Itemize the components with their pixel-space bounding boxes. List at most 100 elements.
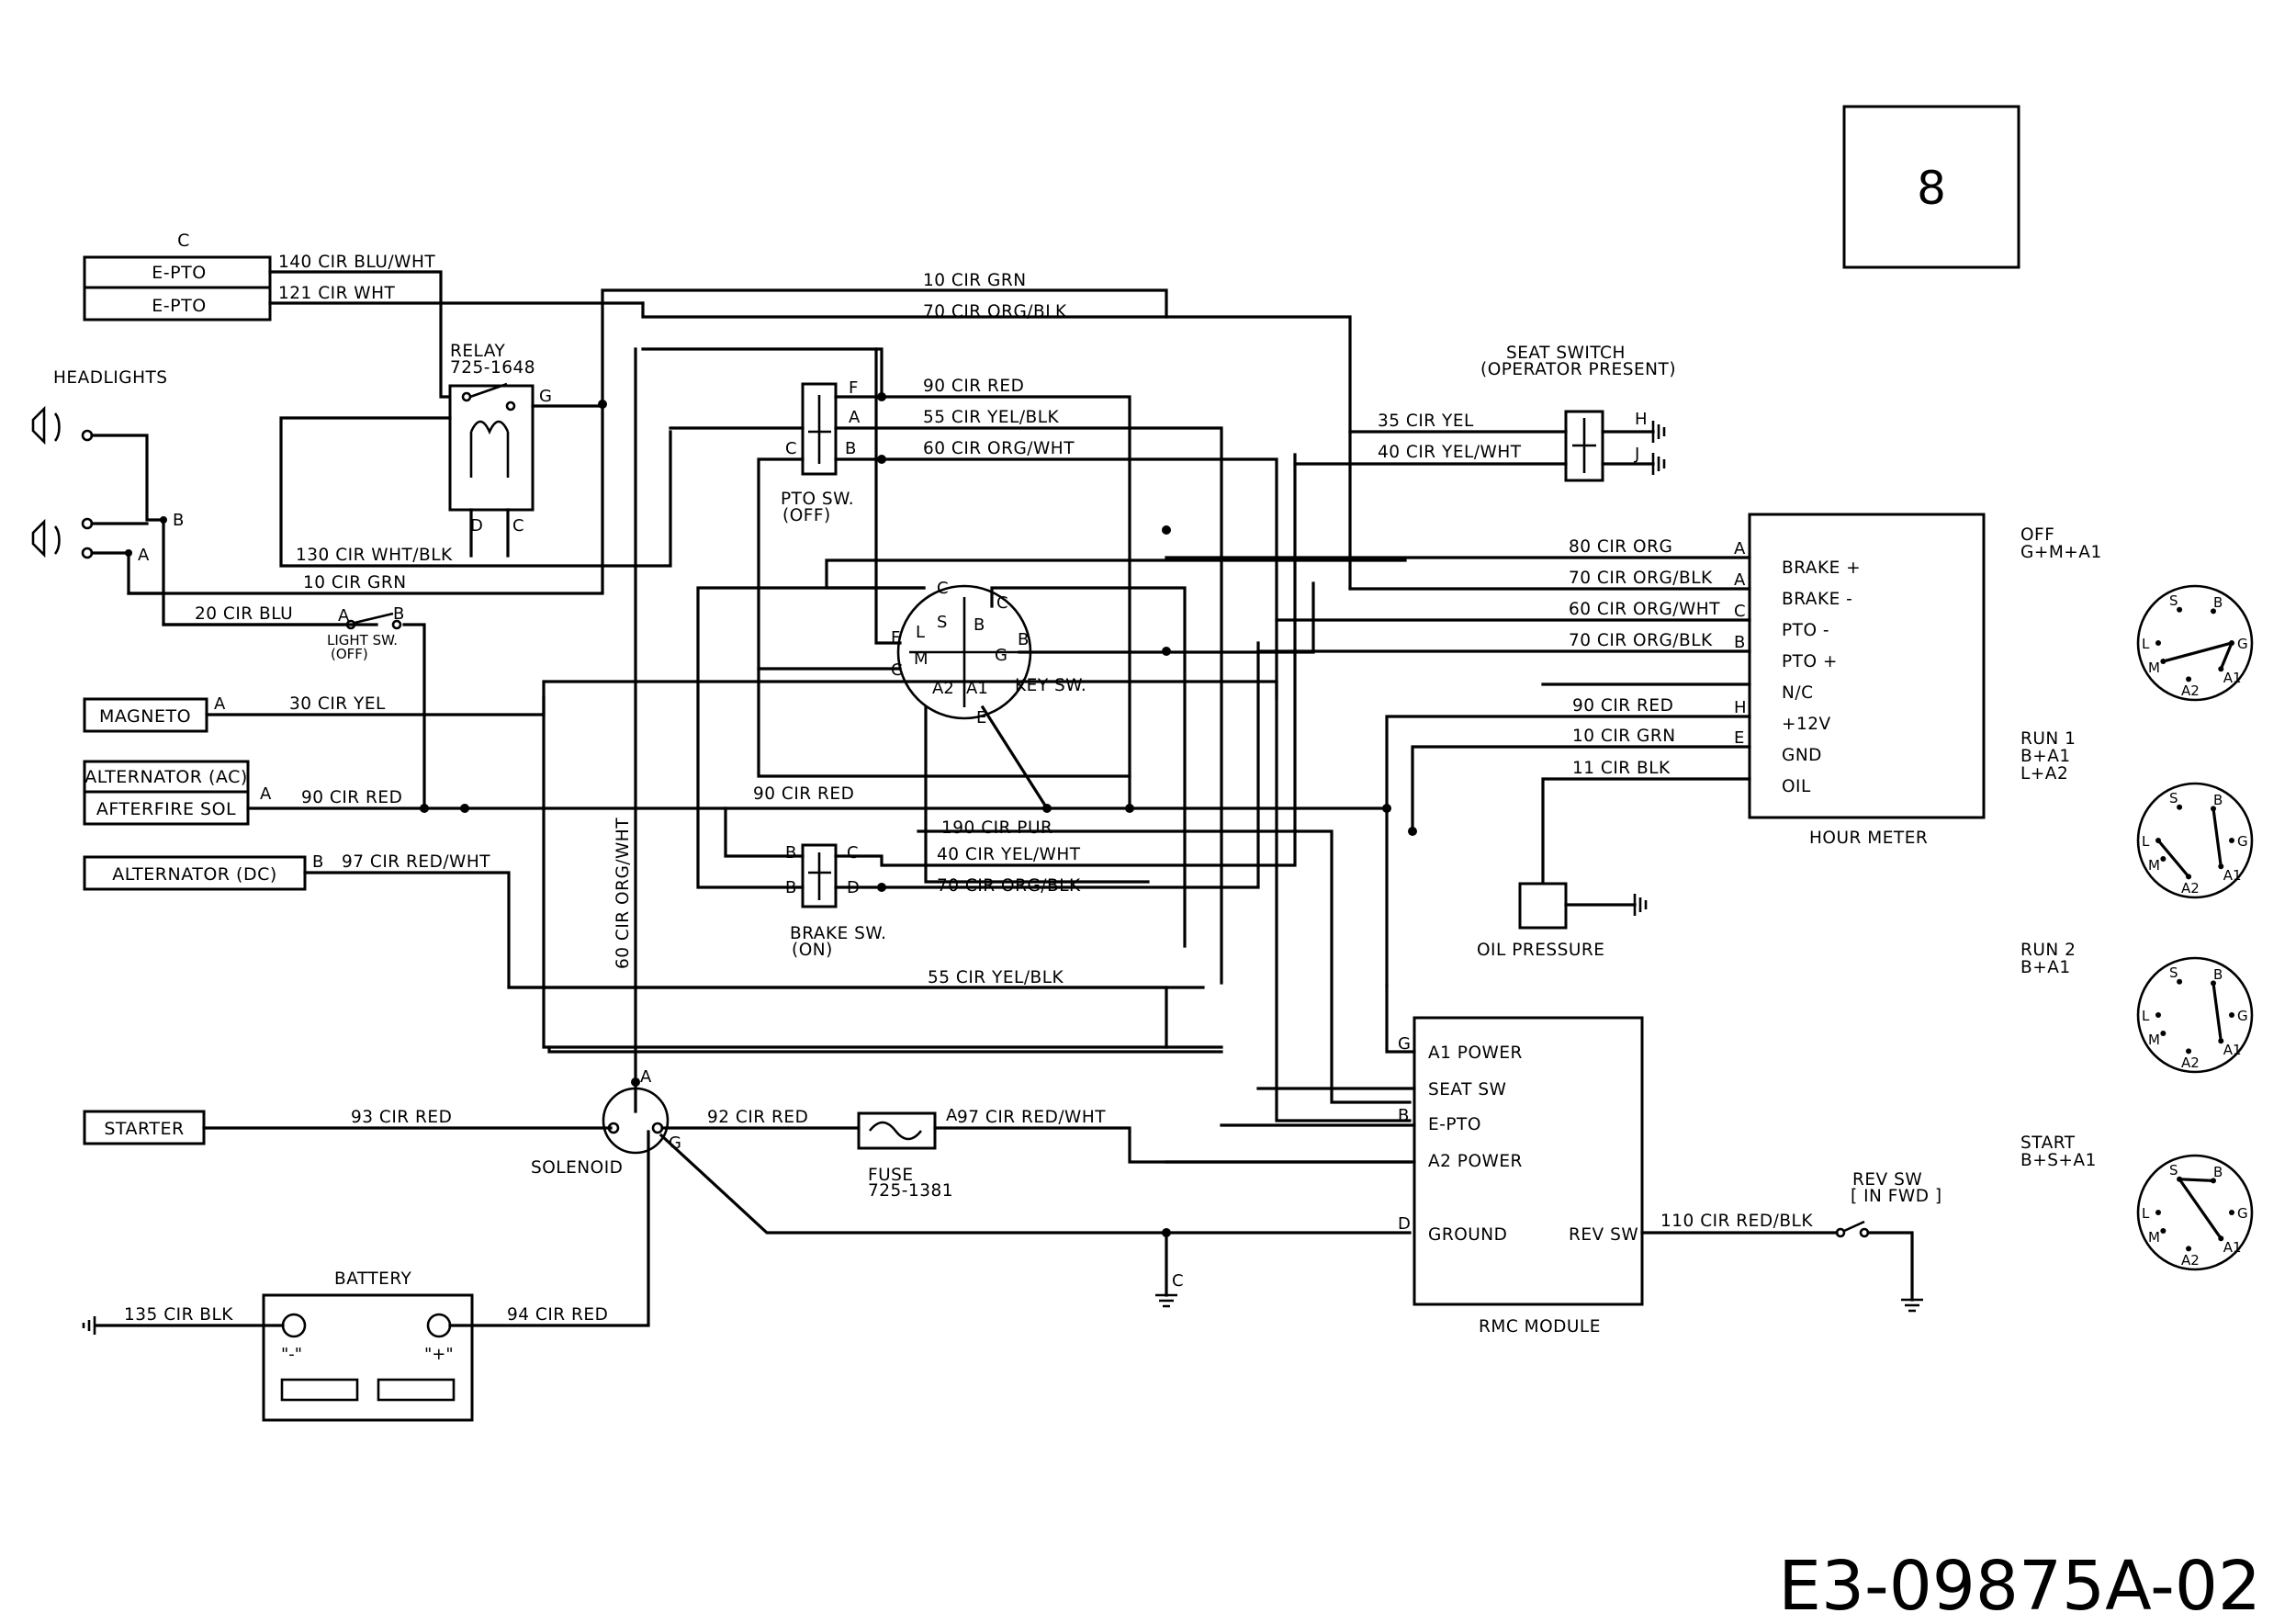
relay-box: [448, 384, 535, 512]
wire-10-hm-label: 10 CIR GRN: [1572, 727, 1676, 746]
key-position-name: START: [2020, 1133, 2076, 1153]
drawing-id: E3-09875A-02: [1778, 1547, 2261, 1624]
light-sw-contact-b: [391, 619, 402, 630]
key-dial-terminal: [2155, 640, 2161, 646]
key-dial-terminal: [2160, 1228, 2167, 1234]
key-dial-letter: A1: [2223, 867, 2242, 884]
rmc-row-a2-power: A2 POWER: [1428, 1152, 1523, 1171]
key-dial-letter: A2: [2181, 880, 2200, 897]
relay-dc-leads: [469, 508, 510, 558]
key-dial-letter: M: [2148, 660, 2160, 676]
wire-70-hm2-label: 70 CIR ORG/BLK: [1569, 631, 1713, 650]
hm-row-brake-minus: BRAKE -: [1782, 590, 1852, 609]
battery-label: BATTERY: [334, 1269, 412, 1289]
solenoid-g-ground: [658, 1133, 1412, 1235]
key-position-desc: B+S+A1: [2020, 1151, 2097, 1170]
afterfire-pin: A: [260, 784, 272, 804]
key-dial-terminal: [2229, 838, 2234, 843]
solenoid-pin-g: G: [669, 1133, 681, 1153]
headlights-label: HEADLIGHTS: [53, 368, 168, 388]
key-dial-terminal: [2177, 978, 2183, 985]
oil-pressure-box: [1518, 882, 1568, 930]
battery-neg: "-": [281, 1345, 302, 1364]
key-dial-terminal: [2186, 1246, 2192, 1252]
wire-10-top: [601, 288, 1168, 406]
key-pin-e: E: [976, 708, 986, 727]
key-dial-letter: L: [2142, 1205, 2150, 1222]
key-dial-letter: G: [2237, 636, 2248, 652]
key-dial-letter: S: [2169, 964, 2178, 981]
wire-135-label: 135 CIR BLK: [124, 1305, 233, 1325]
key-c2-wire: [990, 586, 1187, 948]
key-dial-circle: [2136, 1154, 2254, 1271]
key-pin-s: S: [937, 613, 947, 632]
light-sw-arm: [354, 612, 394, 625]
wire-90-hm: [1385, 715, 1751, 810]
key-dial-terminal: [2177, 804, 2183, 810]
hm-row-12v: +12V: [1782, 715, 1831, 734]
hour-meter-box: [1748, 513, 1986, 819]
wire-55-low-ext: [547, 1045, 1223, 1054]
key-pin-c-top: C: [937, 579, 949, 598]
hour-meter-label: HOUR METER: [1809, 829, 1928, 848]
rmc-row-rev-sw: REV SW: [1569, 1225, 1638, 1245]
rmc-module-label: RMC MODULE: [1479, 1317, 1601, 1336]
seat-ground-leads: [1601, 430, 1655, 466]
key-dial-letter: A2: [2181, 682, 2200, 699]
key-dial-terminal: [2177, 606, 2183, 613]
seat-ground-icon: [1651, 421, 1666, 475]
hl-node-a: [125, 549, 132, 557]
key-position-desc: B+A1: [2020, 747, 2071, 766]
wire-55-low-label: 55 CIR YEL/BLK: [928, 968, 1064, 987]
relay-coil: [469, 420, 510, 435]
page-number-box: [1842, 105, 2020, 269]
wire-93-label: 93 CIR RED: [351, 1108, 452, 1127]
pto-pin-a: A: [849, 408, 861, 427]
key-dial-terminal: [2229, 1012, 2234, 1018]
alternator-dc-box: [83, 855, 307, 891]
light-sw-state: (OFF): [331, 646, 368, 662]
key-dial-letter: S: [2169, 592, 2178, 609]
epto-label-1: E-PTO: [152, 263, 206, 283]
key-dial-circle: [2136, 584, 2254, 702]
seat-switch-label: SEAT SWITCH: [1506, 344, 1626, 363]
key-pin-b: B: [974, 615, 985, 635]
headlight-pin-a: A: [138, 546, 150, 565]
brake-sw-label: BRAKE SW.: [790, 924, 886, 943]
fuse-element-icon: [868, 1121, 923, 1141]
wire-55-pto-label: 55 CIR YEL/BLK: [923, 408, 1060, 427]
wire-97-alt: [303, 871, 1168, 1049]
key-dial-letter: B: [2213, 792, 2223, 808]
seat-pin-j: J: [1634, 445, 1639, 464]
key-dial-letter: M: [2148, 1032, 2160, 1048]
ground-c-node: [1162, 1228, 1171, 1237]
brake-left-wires: [696, 586, 926, 889]
wire-80-hm-label: 80 CIR ORG: [1569, 537, 1672, 557]
relay-pin-g: G: [539, 387, 552, 406]
seat-pin-h: H: [1635, 410, 1648, 429]
relay-contact-arm: [469, 382, 508, 399]
hm-row-pto-plus: PTO +: [1782, 652, 1838, 671]
solenoid-term-1: [607, 1122, 620, 1134]
magneto-label: MAGNETO: [99, 706, 191, 727]
key-pin-m: M: [914, 649, 929, 669]
light-sw-contact-a: [345, 619, 356, 630]
key-dial-letter: A2: [2181, 1054, 2200, 1071]
relay-coil-leads: [469, 432, 510, 478]
page-number: 8: [1917, 162, 1946, 215]
key-dial-letter: A1: [2223, 1042, 2242, 1058]
key-dial-letter: B: [2213, 966, 2223, 983]
starter-label: STARTER: [104, 1119, 184, 1139]
battery-cell-1: [280, 1378, 359, 1402]
wire-30-label: 30 CIR YEL: [289, 694, 386, 714]
wire-90-pto: [834, 395, 1131, 810]
fuse-label: FUSE: [868, 1166, 914, 1185]
relay-title: RELAY: [450, 342, 505, 361]
battery-pos: "+": [424, 1345, 454, 1364]
junction-dots: [420, 392, 1417, 1087]
pto-pin-f: F: [849, 378, 858, 398]
wire-55-pto: [834, 426, 1223, 985]
key-dial-letter: M: [2148, 1229, 2160, 1246]
alternator-dc-label: ALTERNATOR (DC): [112, 864, 277, 885]
